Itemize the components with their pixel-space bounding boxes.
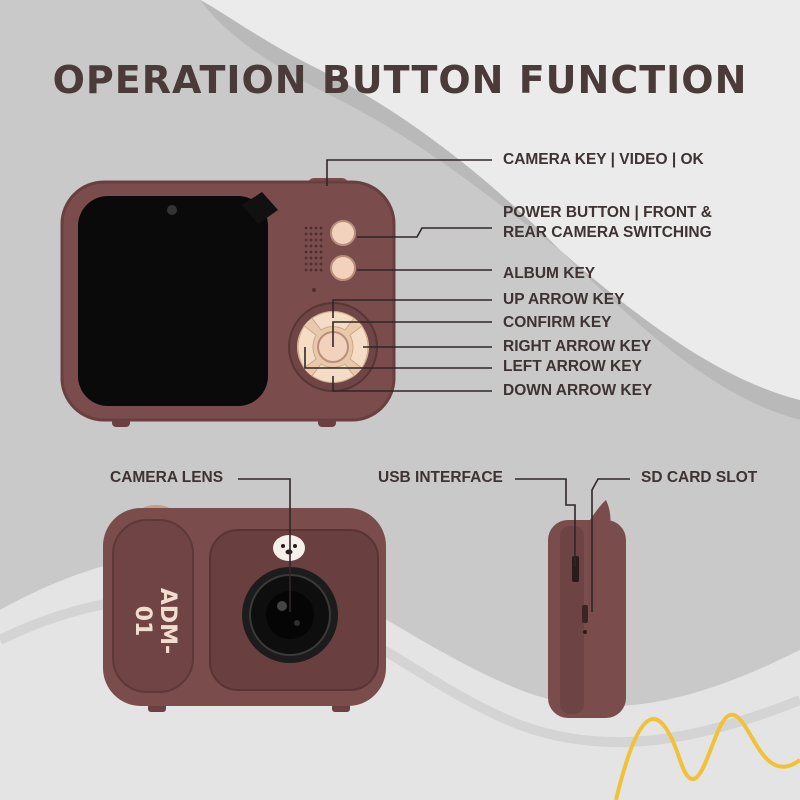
right-arrow-button[interactable] — [349, 325, 369, 369]
power-button[interactable] — [330, 220, 356, 246]
sd-card-slot — [582, 605, 588, 623]
camera-back-view — [60, 178, 396, 427]
callout-lines-top — [304, 159, 492, 392]
camera-side-view — [548, 500, 626, 718]
callout-lines-bottom — [238, 478, 630, 612]
callout-album-key: ALBUM KEY — [503, 265, 596, 282]
accent-wave — [614, 712, 800, 800]
left-arrow-button[interactable] — [297, 325, 317, 369]
callout-power-line1: POWER BUTTON | FRONT & — [503, 204, 712, 221]
camera-front-view — [103, 505, 386, 712]
callout-right-arrow: RIGHT ARROW KEY — [503, 338, 652, 355]
page-title: OPERATION BUTTON FUNCTION — [52, 58, 748, 102]
callout-sd-card: SD CARD SLOT — [641, 469, 758, 486]
model-text: ADM-01 — [130, 587, 180, 655]
camera-screen — [78, 196, 268, 406]
callout-usb: USB INTERFACE — [378, 469, 503, 486]
callout-camera-key: CAMERA KEY | VIDEO | OK — [503, 151, 704, 168]
callout-left-arrow: LEFT ARROW KEY — [503, 358, 642, 375]
callout-power-line2: REAR CAMERA SWITCHING — [503, 224, 712, 241]
up-arrow-button[interactable] — [311, 311, 355, 331]
album-button[interactable] — [330, 255, 356, 281]
callout-confirm: CONFIRM KEY — [503, 314, 612, 331]
usb-port — [572, 556, 579, 582]
callout-down-arrow: DOWN ARROW KEY — [503, 382, 653, 399]
callout-up-arrow: UP ARROW KEY — [503, 291, 625, 308]
callout-camera-lens: CAMERA LENS — [110, 469, 224, 486]
speaker-grille — [304, 226, 323, 292]
